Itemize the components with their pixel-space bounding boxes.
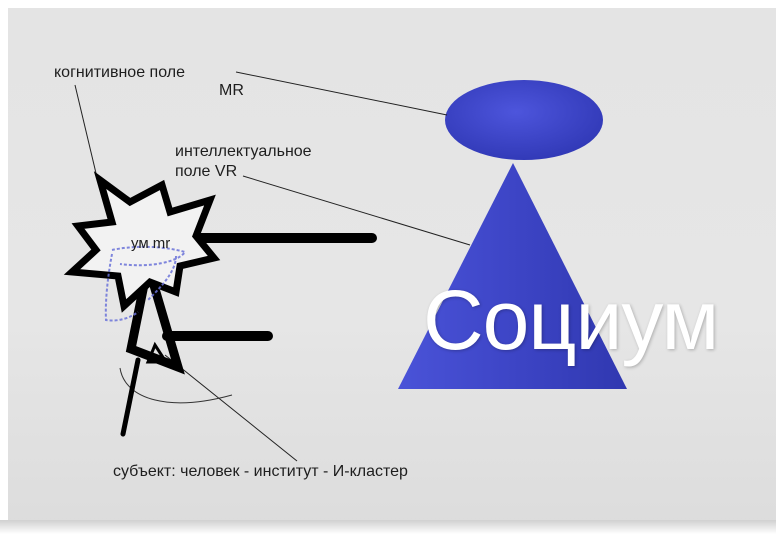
intellectual-field-label-line2: поле VR xyxy=(175,163,238,180)
mr-ellipse xyxy=(445,80,603,160)
top-frame-edge xyxy=(0,0,776,8)
figure-body-triangle xyxy=(125,263,185,375)
connector-subject xyxy=(164,354,298,462)
connector-vr xyxy=(242,175,471,246)
subject-chain-label: субъект: человек - институт - И-кластер xyxy=(113,463,408,480)
connector-cognitive xyxy=(74,84,101,191)
thin-arc xyxy=(119,367,233,404)
intellectual-field-label-line1: интеллектуальное xyxy=(175,143,312,160)
cognitive-field-label: когнитивное поле xyxy=(54,64,185,81)
society-title: Социум xyxy=(423,273,719,367)
lower-leg-stroke xyxy=(120,357,141,437)
blue-scribble xyxy=(104,245,187,322)
bottom-frame-edge xyxy=(0,520,776,534)
society-cone xyxy=(398,163,627,389)
figure-inner-triangle xyxy=(145,341,169,364)
connector-mr xyxy=(235,71,448,116)
mind-label: ум mr xyxy=(131,235,171,252)
mr-label: MR xyxy=(219,82,244,99)
left-frame-edge xyxy=(0,0,8,534)
mind-starburst xyxy=(63,171,221,313)
